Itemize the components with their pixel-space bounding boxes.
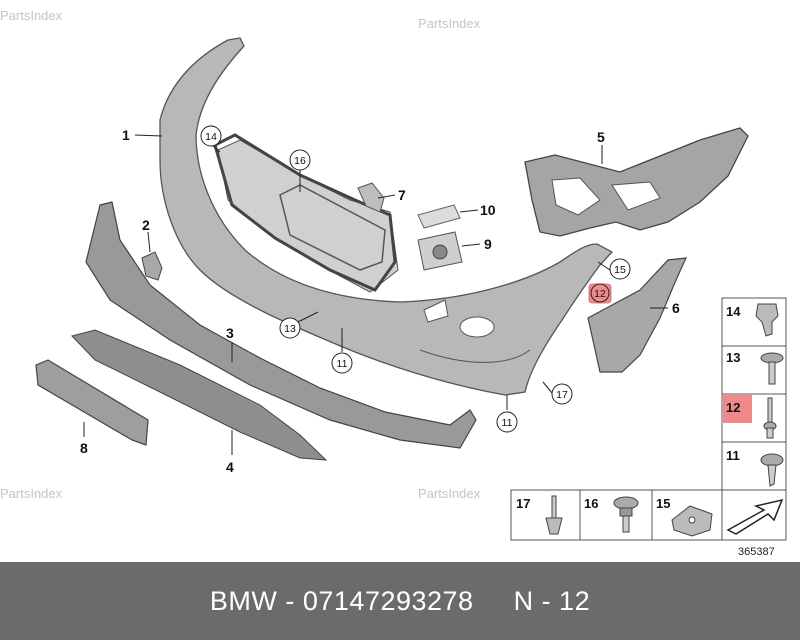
direction-arrow-icon: [726, 498, 784, 535]
svg-text:11: 11: [337, 358, 348, 370]
watermark-bottom-center: PartsIndex: [418, 486, 481, 501]
svg-text:17: 17: [556, 389, 568, 401]
callout-7: 7: [398, 187, 406, 203]
legend-number-15: 15: [656, 496, 670, 511]
legend-number-14: 14: [726, 304, 741, 319]
callout-8: 8: [80, 440, 88, 456]
cover-part-10[interactable]: [417, 204, 461, 229]
callout-circle-16: 16: [289, 149, 311, 171]
callout-circle-15: 15: [609, 258, 631, 280]
callout-circle-11-lower: 11: [496, 411, 518, 433]
watermark-top-left: PartsIndex: [0, 8, 63, 23]
exploded-bumper-diagram: PartsIndex PartsIndex PartsIndex PartsIn…: [0, 8, 787, 558]
svg-text:12: 12: [594, 288, 606, 300]
washer-screw-icon: [760, 352, 784, 385]
bracket-part-5[interactable]: [524, 127, 749, 237]
callout-9: 9: [484, 236, 492, 252]
watermark-bottom-left: PartsIndex: [0, 486, 63, 501]
trim-strip-part-4[interactable]: [71, 329, 328, 461]
diagram-reference-number: 365387: [738, 546, 775, 558]
leader-lines: [83, 134, 668, 455]
svg-text:14: 14: [205, 131, 217, 143]
callout-5: 5: [597, 129, 605, 145]
fastener-legend-bottom: 17 16 15: [510, 489, 787, 541]
part-info-footer: BMW - 07147293278 N - 12: [0, 562, 800, 640]
callout-circle-17: 17: [551, 383, 573, 405]
legend-number-16: 16: [584, 496, 598, 511]
bracket-part-2[interactable]: [141, 251, 163, 281]
footer-separator: -: [277, 585, 303, 616]
spring-nut-icon: [671, 505, 713, 537]
legend-number-12: 12: [726, 400, 740, 415]
callout-circle-11-upper: 11: [331, 352, 353, 374]
footer-position: N - 12: [513, 585, 591, 616]
collar-screw-icon: [613, 496, 639, 533]
lower-spoiler-part-3[interactable]: [85, 201, 477, 449]
flange-screw-icon: [760, 453, 784, 487]
plate-bracket-part-8[interactable]: [35, 359, 149, 446]
clip-icon: [755, 303, 779, 337]
expanding-rivet-icon: [545, 495, 563, 535]
legend-highlight-12: [723, 395, 752, 423]
callout-3: 3: [226, 325, 234, 341]
bumper-cover[interactable]: [159, 37, 614, 396]
callout-circle-14: 14: [200, 125, 222, 147]
callout-circle-12-highlight[interactable]: 12: [588, 283, 612, 304]
rivet-pin-icon: [763, 397, 777, 439]
legend-number-13: 13: [726, 350, 740, 365]
callout-2: 2: [142, 217, 150, 233]
side-bracket-part-6[interactable]: [587, 257, 687, 373]
svg-text:11: 11: [502, 417, 513, 429]
sensor-holder-part-9[interactable]: [417, 231, 463, 271]
footer-part-number[interactable]: 07147293278: [302, 585, 474, 616]
legend-number-11: 11: [726, 448, 740, 463]
svg-text:13: 13: [284, 323, 296, 335]
svg-text:16: 16: [294, 155, 306, 167]
callout-10: 10: [480, 202, 496, 218]
legend-number-17: 17: [516, 496, 530, 511]
bracket-part-7[interactable]: [357, 182, 385, 213]
callout-1: 1: [122, 127, 130, 143]
footer-brand: BMW: [209, 585, 278, 616]
watermark-top-center: PartsIndex: [418, 16, 481, 31]
fastener-legend-right: 14 13 12 11: [721, 297, 787, 493]
callout-6: 6: [672, 300, 680, 316]
callout-4: 4: [226, 459, 234, 475]
callout-circle-13: 13: [279, 317, 301, 339]
svg-text:15: 15: [614, 264, 626, 276]
